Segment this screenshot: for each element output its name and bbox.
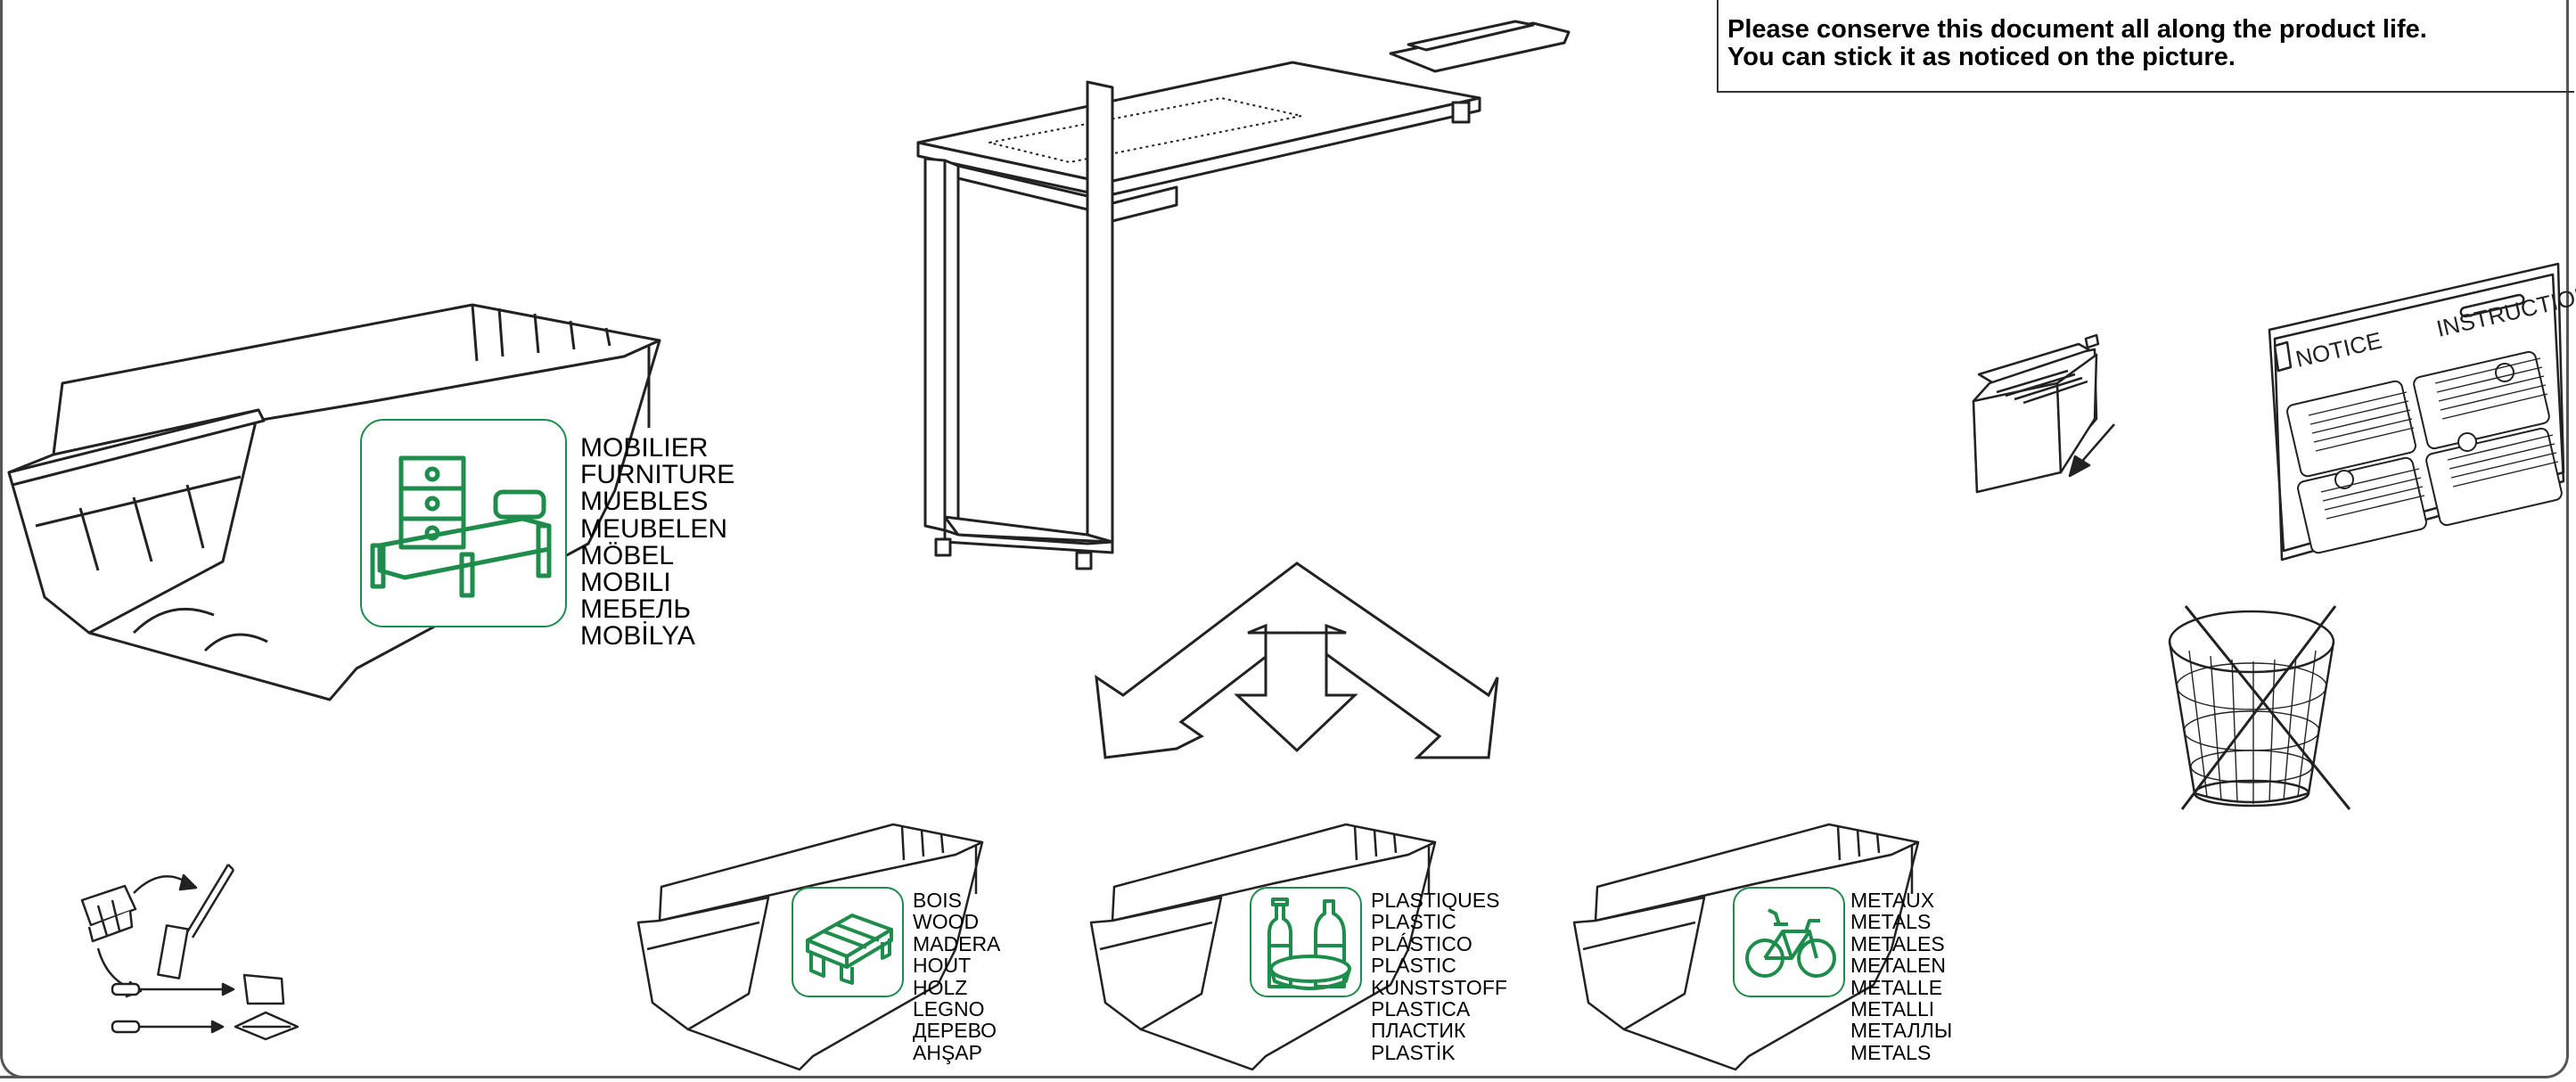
furniture-label: MOBİLYA [580, 621, 695, 652]
notice-box: Please conserve this document all along … [1717, 0, 2574, 93]
wood-label: MADERA [913, 931, 1001, 955]
furniture-label: MUEBLES [580, 487, 709, 517]
furniture-label: МЕБЕЛЬ [580, 594, 692, 625]
plastic-icon-badge [1250, 887, 1362, 997]
distribution-arrows [1095, 561, 1499, 759]
plastic-label: PLASTIQUES [1371, 889, 1500, 912]
plastic-label: ПЛАСТИК [1371, 1019, 1466, 1043]
plastic-label-list: PLASTIQUES PLASTIC PLÁSTICO PLASTIC KUNS… [1371, 889, 1507, 1064]
wood-icon-badge [792, 887, 904, 997]
instructions-binder-illustration: NOTICE INSTRUCTIONS [1972, 262, 2576, 810]
wood-label: HOLZ [913, 975, 968, 999]
metal-icon-badge [1733, 887, 1845, 997]
desk-return-illustration [916, 20, 1571, 570]
furniture-label: MEUBELEN [580, 513, 728, 544]
wood-label-list: BOIS WOOD MADERA HOUT HOLZ LEGNO ДЕРЕВО … [913, 889, 1001, 1064]
plastic-label: PLASTIC [1371, 910, 1456, 934]
wood-label: LEGNO [913, 997, 985, 1021]
wood-label: WOOD [913, 910, 980, 934]
furniture-label: MÖBEL [580, 540, 675, 570]
metal-label: METALES [1850, 931, 1945, 955]
plastic-label: PLASTIC [1371, 954, 1456, 978]
metal-label: METALS [1850, 1040, 1932, 1064]
metal-label-list: METAUX METALS METALES METALEN METALLE ME… [1850, 889, 1953, 1064]
plastic-label: PLASTİK [1371, 1040, 1456, 1064]
disassembly-tools-illustration [80, 864, 299, 1041]
furniture-label: FURNITURE [580, 460, 735, 490]
metal-label: МЕТАЛЛЫ [1850, 1019, 1953, 1043]
metal-label: METAUX [1850, 889, 1935, 912]
furniture-bed-icon [370, 455, 552, 598]
plastic-label: PLÁSTICO [1371, 931, 1473, 955]
notice-line-2: You can stick it as noticed on the pictu… [1727, 43, 2236, 71]
metal-label: METALLE [1850, 975, 1943, 999]
wood-pallet-icon [806, 914, 893, 985]
bicycle-icon [1745, 908, 1836, 978]
plastic-label: KUNSTSTOFF [1371, 975, 1507, 999]
furniture-icon-badge [360, 419, 567, 627]
wood-label: HOUT [913, 954, 972, 978]
notice-line-1: Please conserve this document all along … [1727, 15, 2427, 44]
metal-label: METALS [1850, 910, 1932, 934]
metal-label: METALEN [1850, 954, 1946, 978]
wood-label: ДЕРЕВО [913, 1019, 997, 1043]
furniture-label: MOBILIER [580, 433, 709, 463]
furniture-label: MOBILI [580, 568, 671, 598]
metal-label: METALLI [1850, 997, 1935, 1021]
furniture-skip-container [7, 303, 661, 701]
plastic-bottles-icon [1267, 898, 1351, 990]
plastic-label: PLASTICA [1371, 997, 1471, 1021]
wood-label: BOIS [913, 889, 962, 912]
furniture-label-list: MOBILIER FURNITURE MUEBLES MEUBELEN MÖBE… [580, 433, 735, 652]
wood-label: AHŞAP [913, 1040, 982, 1064]
